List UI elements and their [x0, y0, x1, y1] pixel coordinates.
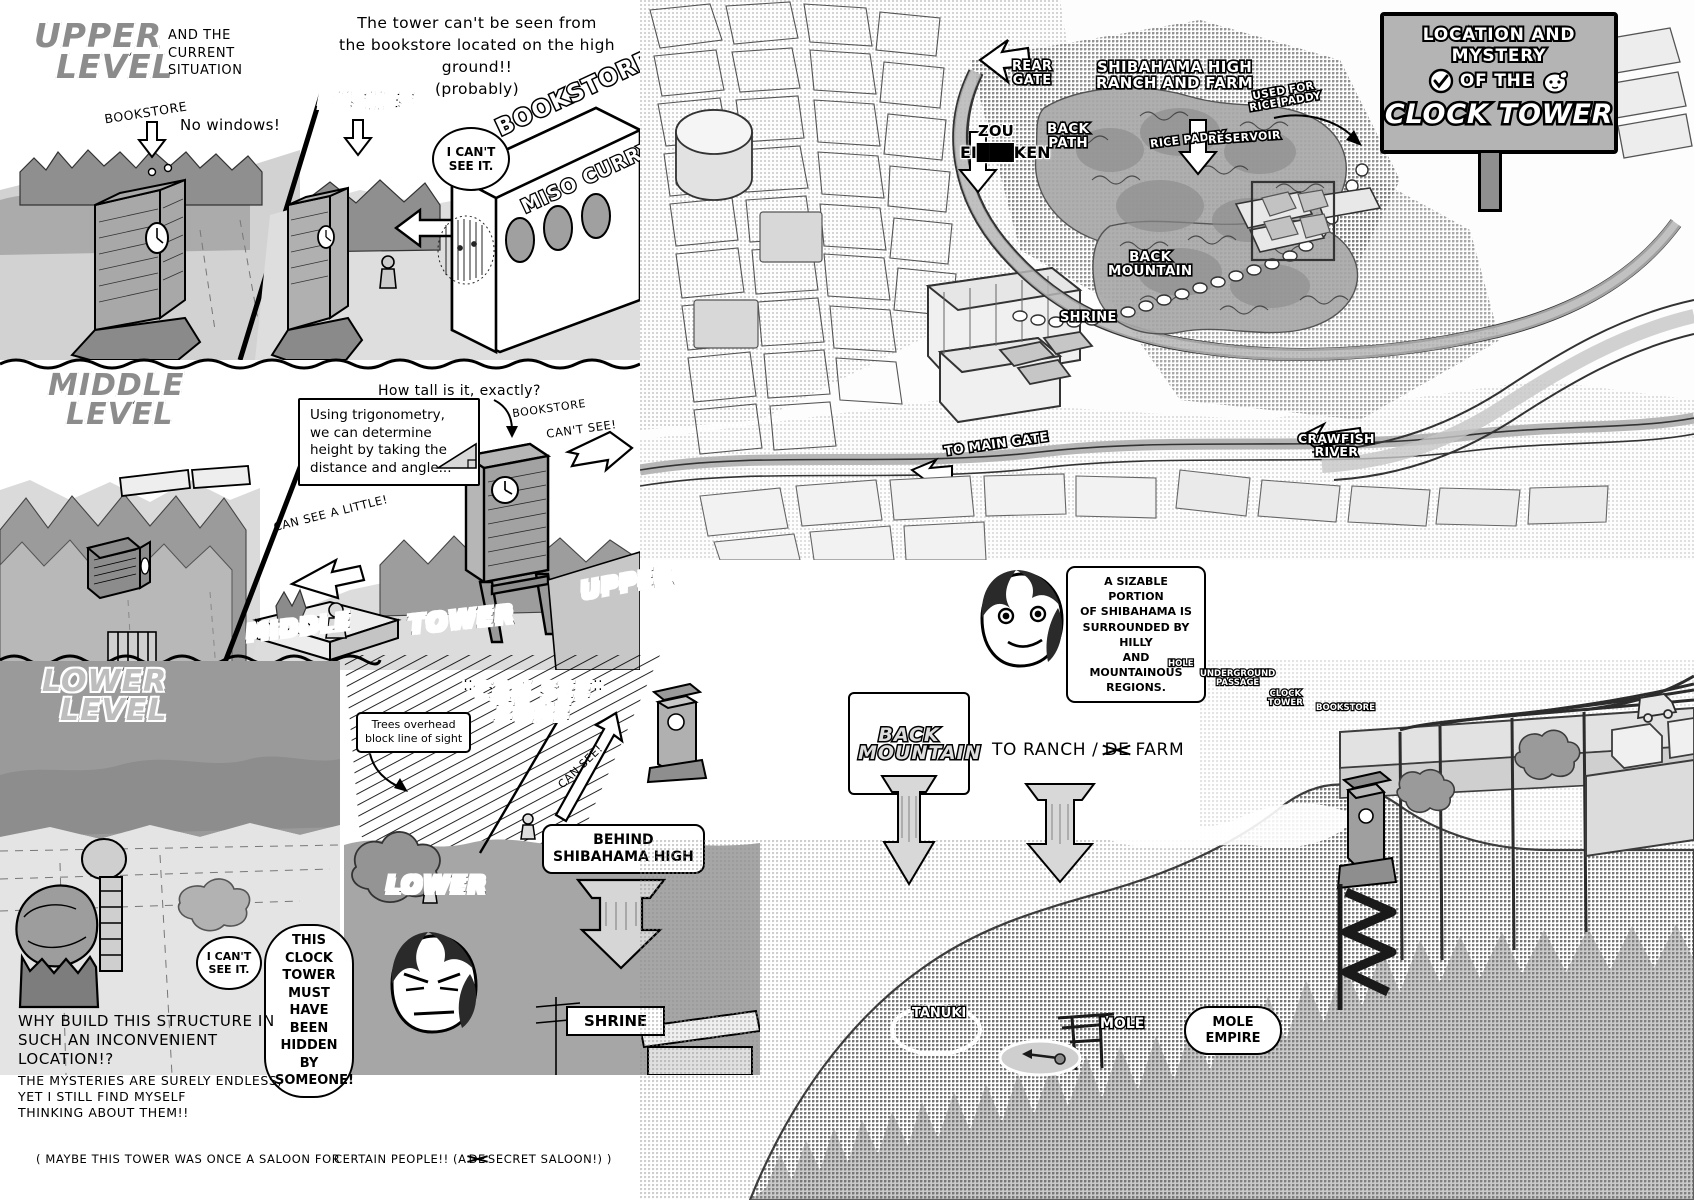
bubble-sizable-portion: A SIZABLE PORTION OF SHIBAHAMA IS SURROU…: [1066, 566, 1206, 704]
bubble-cant-see-lower: I CAN'T SEE IT.: [196, 936, 262, 990]
to-ranch-prefix: TO RANCH /: [992, 740, 1105, 760]
tag-clock-tower: CLOCK TOWER: [1267, 688, 1304, 709]
cross-section-artwork: [640, 660, 1694, 1200]
tag-underground-passage: UNDERGROUND PASSAGE: [1199, 668, 1277, 689]
back-mountain-callout: BACK MOUNTAIN: [848, 692, 983, 796]
closing-line-4: YET I STILL FIND MYSELF: [18, 1088, 186, 1104]
map-label-eichiken: EI███KEN: [960, 143, 1051, 162]
pointer-arrow-tower-icon: [493, 399, 518, 438]
label-bushes: BUSHES: [317, 89, 416, 113]
triangle-diagram-icon: [435, 442, 477, 469]
label-tanuki: TANUKI: [911, 1005, 968, 1023]
fat-down-arrow-to-ranch-icon: [1024, 783, 1096, 884]
title-line-2: MYSTERY: [1450, 44, 1548, 68]
title-signboard: LOCATION AND MYSTERY OF THE CLOCK TOWER: [1380, 12, 1618, 154]
arrow-down-bushes-icon: [342, 119, 374, 157]
question-how-tall: How tall is it, exactly?: [378, 383, 541, 399]
fat-down-arrow-back-mountain-icon: [880, 775, 938, 886]
trees-overhead-note: Trees overhead block line of sight: [356, 712, 472, 753]
title-line-1: LOCATION AND: [1421, 23, 1577, 47]
signboard-post: [1478, 150, 1502, 212]
label-mole: MOLE: [1099, 1015, 1146, 1034]
middle-level-artwork: [0, 404, 640, 670]
note-pointer-arrow-icon: [369, 753, 408, 792]
middle-level-heading: MIDDLE LEVEL: [46, 368, 185, 432]
bubble-cant-see-upper: I CAN'T SEE IT.: [432, 127, 510, 191]
upper-level-caption: The tower can't be seen from the booksto…: [338, 14, 616, 98]
upper-level-heading: UPPER LEVEL: [33, 16, 175, 87]
map-label-back-path: BACK PATH: [1045, 120, 1090, 152]
can-see-zone-label: "CAN SEE" ZONE: [460, 679, 605, 727]
smiling-character-face-icon: [980, 570, 1064, 668]
label-mole-empire: MOLE EMPIRE: [1184, 1006, 1282, 1056]
map-label-shrine: SHRINE: [1058, 309, 1118, 325]
bubble-hidden-by-someone: THIS CLOCK TOWER MUST HAVE BEEN HIDDEN B…: [264, 924, 354, 1098]
closing-parenthetical-b-text: CERTAIN PEOPLE!! (A: [334, 1152, 467, 1166]
arrow-down-bookstore-icon: [136, 121, 168, 159]
lower-clock-tower-icon: [646, 682, 708, 784]
upper-level-subheading: AND THE CURRENT SITUATION: [168, 28, 243, 79]
aerial-map-artwork: [640, 0, 1694, 560]
map-label-shibahama-ranch: SHIBAHAMA HIGH RANCH AND FARM: [1094, 58, 1254, 92]
map-label-crawfish-river: CRAWFISH RIVER: [1296, 430, 1376, 460]
lower-level-heading: LOWER LEVEL: [40, 664, 168, 728]
aerial-map: [640, 0, 1694, 560]
upper-level-panel: [0, 0, 640, 360]
cross-section-scene: [640, 540, 1694, 1200]
title-line-3: OF THE: [1458, 69, 1535, 93]
panel-divider-upper-middle: [0, 358, 641, 370]
closing-line-2: SUCH AN INCONVENIENT LOCATION!?: [18, 1031, 218, 1069]
struck-word-de: DE: [466, 1152, 488, 1166]
back-mountain-callout-text: BACK MOUNTAIN: [857, 723, 983, 764]
map-label-rear-gate: REAR GATE: [1010, 58, 1053, 89]
angry-character-face-icon: [390, 932, 478, 1034]
closing-text-block: WHY BUILD THIS STRUCTURE IN SUCH AN INCO…: [18, 1012, 318, 1121]
check-circle-icon: [1428, 68, 1454, 94]
tag-hole: HOLE: [1167, 658, 1195, 670]
closing-line-1: WHY BUILD THIS STRUCTURE IN: [18, 1012, 275, 1030]
middle-level-panel: [0, 370, 640, 670]
closing-parenthetical-b: CERTAIN PEOPLE!! (A DE SECRET SALOON!) ): [334, 1152, 612, 1166]
upper-level-artwork: [0, 91, 640, 360]
closing-line-5: THINKING ABOUT THEM!!: [18, 1105, 189, 1121]
to-ranch-farm-label: TO RANCH / DE FARM: [992, 740, 1184, 760]
title-line-4: CLOCK TOWER: [1382, 97, 1615, 133]
label-no-windows: No windows!: [180, 116, 281, 134]
zone-label-lower: LOWER: [384, 871, 488, 899]
closing-line-3: THE MYSTERIES ARE SURELY ENDLESS,: [18, 1072, 283, 1088]
trigonometry-note: Using trigonometry, we can determine hei…: [298, 398, 480, 487]
closing-parenthetical-a: ( MAYBE THIS TOWER WAS ONCE A SALOON FOR: [36, 1152, 341, 1166]
struck-word-de-ranch: DE: [1102, 740, 1132, 760]
closing-parenthetical-c: SECRET SALOON!) ): [487, 1152, 612, 1166]
to-ranch-suffix: FARM: [1129, 740, 1185, 760]
tag-bookstore: BOOKSTORE: [1315, 702, 1376, 714]
mascot-face-icon: [1543, 70, 1569, 94]
map-label-zou: ZOU: [978, 122, 1014, 140]
map-label-back-mountain: BACK MOUNTAIN: [1106, 248, 1193, 280]
